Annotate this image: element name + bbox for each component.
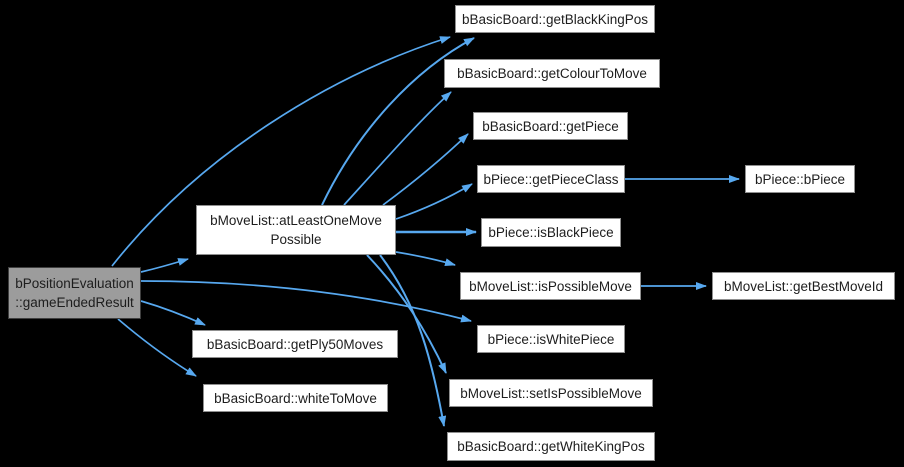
node-label: bBasicBoard::whiteToMove bbox=[214, 390, 377, 406]
node-label: bPositionEvaluation bbox=[15, 276, 134, 291]
graph-node-getPiece[interactable]: bBasicBoard::getPiece bbox=[473, 112, 628, 140]
node-label: bBasicBoard::getPiece bbox=[482, 118, 619, 134]
node-label: bPiece::isBlackPiece bbox=[488, 225, 614, 240]
node-label: bBasicBoard::getColourToMove bbox=[457, 66, 647, 81]
node-label: ::gameEndedResult bbox=[15, 295, 134, 310]
node-label: bMoveList::isPossibleMove bbox=[469, 278, 632, 294]
edge-gameEndedResult-to-getBlackKingPos bbox=[111, 36, 451, 267]
edge-atLeastOneMovePossible-to-getPieceClass bbox=[395, 183, 473, 220]
edge-atLeastOneMovePossible-to-getBlackKingPos bbox=[321, 37, 475, 206]
edge-gameEndedResult-to-isWhitePiece bbox=[140, 280, 472, 323]
edge-atLeastOneMovePossible-to-isPossibleMove bbox=[395, 251, 456, 267]
node-label: bPiece::bPiece bbox=[754, 171, 846, 187]
node-label: bPiece::isWhitePiece bbox=[487, 331, 615, 347]
graph-node-getColourToMove[interactable]: bBasicBoard::getColourToMove bbox=[444, 59, 660, 88]
graph-node-getPieceClass[interactable]: bPiece::getPieceClass bbox=[477, 165, 625, 193]
node-label: bBasicBoard::getBlackKingPos bbox=[461, 11, 649, 27]
graph-node-isWhitePiece[interactable]: bPiece::isWhitePiece bbox=[477, 325, 625, 353]
edge-gameEndedResult-to-whiteToMove bbox=[117, 318, 197, 377]
node-label: bMoveList::getBestMoveId bbox=[723, 278, 884, 294]
edge-atLeastOneMovePossible-to-getWhiteKingPos bbox=[379, 254, 447, 427]
edge-gameEndedResult-to-atLeastOneMovePossible bbox=[140, 258, 189, 273]
edge-atLeastOneMovePossible-to-getColourToMove bbox=[343, 91, 452, 206]
graph-node-gameEndedResult: bPositionEvaluation::gameEndedResult bbox=[8, 267, 141, 319]
graph-node-getPly50Moves[interactable]: bBasicBoard::getPly50Moves bbox=[192, 330, 398, 358]
node-label: bBasicBoard::getWhiteKingPos bbox=[457, 439, 645, 454]
node-label: bMoveList::atLeastOneMove bbox=[210, 213, 382, 228]
graph-node-isPossibleMove[interactable]: bMoveList::isPossibleMove bbox=[460, 272, 641, 300]
edge-gameEndedResult-to-getPly50Moves bbox=[140, 300, 206, 326]
graph-node-bPiece[interactable]: bPiece::bPiece bbox=[745, 165, 855, 193]
graph-node-getBestMoveId[interactable]: bMoveList::getBestMoveId bbox=[712, 272, 895, 300]
node-label: bMoveList::setIsPossibleMove bbox=[460, 385, 642, 401]
edge-atLeastOneMovePossible-to-getPiece bbox=[382, 133, 469, 206]
graph-node-getWhiteKingPos[interactable]: bBasicBoard::getWhiteKingPos bbox=[447, 432, 655, 461]
node-label: bPiece::getPieceClass bbox=[483, 171, 619, 187]
node-label: bBasicBoard::getPly50Moves bbox=[206, 336, 384, 352]
graph-node-isBlackPiece[interactable]: bPiece::isBlackPiece bbox=[481, 218, 621, 247]
node-label: Possible bbox=[270, 232, 322, 247]
graph-node-setIsPossibleMove[interactable]: bMoveList::setIsPossibleMove bbox=[449, 379, 653, 407]
graph-node-getBlackKingPos[interactable]: bBasicBoard::getBlackKingPos bbox=[455, 5, 655, 33]
graph-node-whiteToMove[interactable]: bBasicBoard::whiteToMove bbox=[203, 384, 388, 412]
